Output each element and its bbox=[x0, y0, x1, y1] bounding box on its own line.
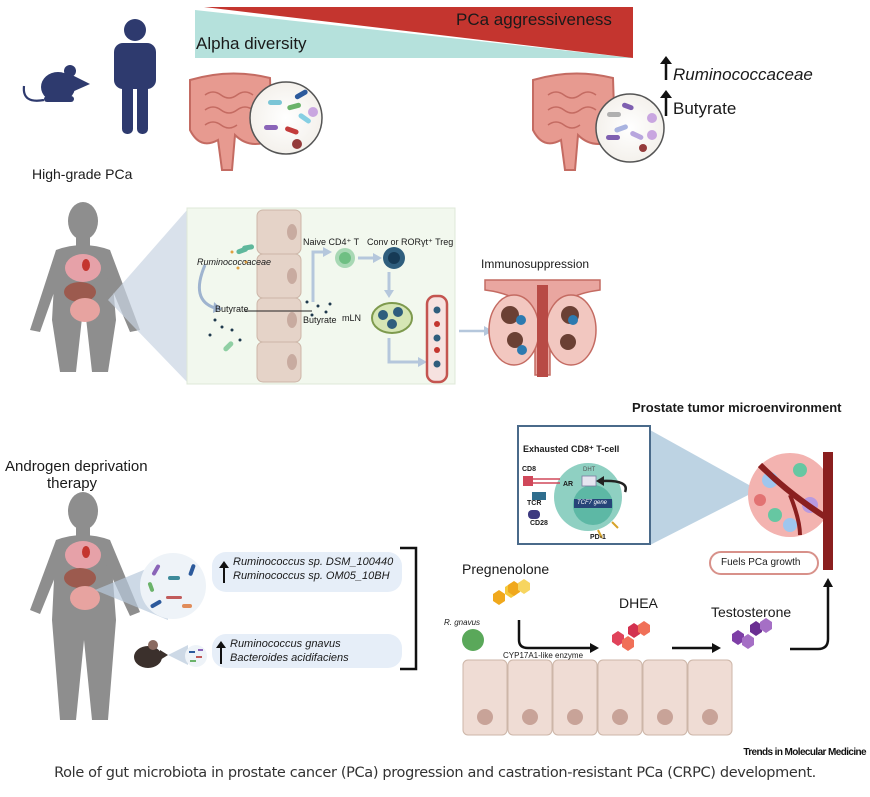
alpha-diversity-wedge bbox=[195, 10, 633, 58]
tcell-box bbox=[517, 425, 651, 545]
ruminococcaceae-label: Ruminococcaceae bbox=[197, 257, 272, 267]
immunosuppression-label: Immunosuppression bbox=[481, 257, 590, 271]
human-taxon-1: Ruminococcus sp. DSM_100440 bbox=[233, 556, 394, 568]
tcf7-gene-label: TCF7 gene bbox=[577, 500, 608, 506]
mln-label: mLN bbox=[342, 313, 362, 323]
mouse-taxa-pill bbox=[212, 634, 402, 668]
tcr-label: TCR bbox=[527, 500, 542, 507]
dht-label: DHT bbox=[583, 467, 596, 473]
human-taxa-pill bbox=[212, 552, 402, 592]
gut-icon-left bbox=[189, 72, 323, 171]
gradient-banner bbox=[195, 7, 633, 58]
organs-lower bbox=[64, 541, 101, 610]
immune-panel-box bbox=[186, 207, 456, 385]
human-body-upper bbox=[30, 202, 140, 372]
epithelium-row bbox=[462, 659, 733, 736]
human-icon bbox=[114, 19, 156, 134]
increase-arrows bbox=[660, 56, 672, 116]
organs-upper bbox=[64, 254, 101, 322]
testosterone-label: Testosterone bbox=[711, 604, 792, 620]
pd1-label: PD-1 bbox=[590, 534, 606, 541]
butyrate-label-2: Butyrate bbox=[303, 315, 337, 325]
cd8-label: CD8 bbox=[522, 466, 537, 473]
callout-wedge-tcell bbox=[650, 430, 758, 545]
butyrate-label: Butyrate bbox=[215, 304, 249, 314]
pathway-arrow-1 bbox=[517, 620, 592, 650]
figure-caption: Role of gut microbiota in prostate cance… bbox=[54, 765, 816, 781]
mouse-taxon-1: Ruminococcus gnavus bbox=[230, 638, 341, 650]
aggressiveness-wedge bbox=[204, 7, 633, 58]
callout-wedge-immune bbox=[108, 210, 187, 382]
gut-microbe-circle bbox=[140, 553, 206, 619]
journal-label: Trends in Molecular Medicine bbox=[743, 747, 866, 758]
cd28-label: CD28 bbox=[530, 520, 548, 527]
taxa-up-arrows bbox=[216, 561, 229, 664]
taxa-bracket bbox=[400, 546, 418, 671]
ar-label: AR bbox=[563, 481, 574, 488]
dhea-molecule bbox=[612, 621, 650, 651]
tcell-box-title: Exhausted CD8⁺ T-cell bbox=[523, 444, 620, 454]
pregnenolone-label: Pregnenolone bbox=[462, 561, 550, 577]
arrow-to-vessel bbox=[790, 585, 830, 651]
ruminococcaceae-increase: Ruminococcaceae bbox=[673, 65, 813, 84]
adt-title-line1: Androgen deprivation bbox=[5, 458, 148, 475]
r-gnavus-label: R. gnavus bbox=[444, 618, 481, 627]
r-gnavus-bacterium bbox=[462, 629, 484, 651]
fuels-growth-pill bbox=[709, 551, 819, 575]
treg-label: Conv or RORγt⁺ Treg bbox=[367, 237, 454, 247]
pca-aggressiveness-label: PCa aggressiveness bbox=[456, 10, 612, 29]
tme-title: Prostate tumor microenvironment bbox=[632, 400, 842, 415]
gut-icon-right bbox=[532, 72, 665, 171]
dhea-label: DHEA bbox=[619, 595, 658, 611]
high-grade-pca-label: High-grade PCa bbox=[32, 166, 133, 182]
prostate-icon bbox=[484, 279, 601, 377]
black-mouse-icon bbox=[134, 640, 207, 668]
mouse-icon bbox=[22, 65, 90, 102]
alpha-diversity-label: Alpha diversity bbox=[196, 34, 307, 53]
naive-cd4-label: Naive CD4⁺ T bbox=[303, 237, 360, 247]
human-taxon-2: Ruminococcus sp. OM05_10BH bbox=[233, 570, 390, 582]
tumor-icon bbox=[748, 452, 833, 570]
testosterone-molecule bbox=[732, 618, 772, 649]
butyrate-increase: Butyrate bbox=[673, 99, 737, 118]
adt-title-line2: therapy bbox=[47, 475, 98, 492]
fuels-growth-label: Fuels PCa growth bbox=[721, 557, 801, 568]
mouse-taxon-2: Bacteroides acidifaciens bbox=[230, 652, 349, 664]
enzyme-label: CYP17A1-like enzyme bbox=[503, 651, 584, 660]
pregnenolone-molecule bbox=[493, 579, 530, 605]
